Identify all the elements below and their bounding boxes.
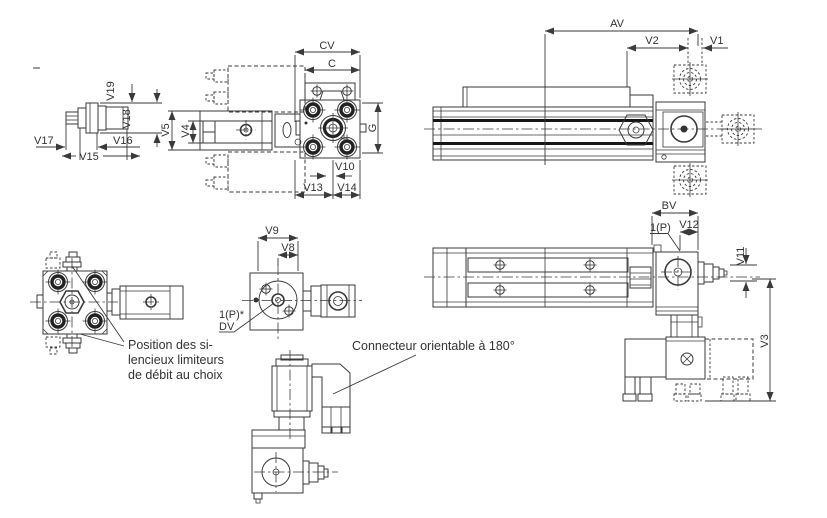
dim-label-v17: V17 bbox=[34, 135, 54, 147]
silencer-note-line3: de débit au choix bbox=[128, 368, 223, 382]
dim-label-v2: V2 bbox=[645, 35, 658, 47]
dim-label-v11: V11 bbox=[735, 247, 747, 266]
dim-label-v14: V14 bbox=[337, 182, 357, 194]
silencer-note-line2: lencieux limiteurs bbox=[128, 353, 224, 367]
dim-bv: BV bbox=[651, 200, 699, 250]
dim-v2-v1: V2 V1 bbox=[626, 35, 728, 87]
pilot-fitting-side bbox=[697, 261, 728, 285]
dim-label-cv: CV bbox=[319, 40, 335, 52]
screw-icon bbox=[259, 282, 273, 296]
dim-v11: V11 bbox=[730, 247, 757, 298]
dim-label-v1: V1 bbox=[710, 35, 723, 47]
valve-end-view bbox=[294, 82, 367, 162]
alt-solenoid-position bbox=[704, 338, 754, 380]
dim-label-v19: V19 bbox=[105, 81, 117, 101]
silencer-top bbox=[45, 251, 82, 272]
alt-silencer-positions-bottom bbox=[205, 151, 306, 193]
dim-v15: V15 bbox=[62, 128, 140, 163]
dim-av: AV bbox=[544, 18, 699, 165]
dim-v16: V16 bbox=[96, 133, 140, 151]
screw-icon bbox=[493, 283, 507, 297]
connector-note: Connecteur orientable à 180° bbox=[332, 339, 515, 395]
view-cylinder-front: AV V2 V1 bbox=[424, 18, 762, 198]
dim-label-av: AV bbox=[610, 18, 625, 30]
dim-label-v18: V18 bbox=[121, 109, 133, 129]
dim-v5: V5 bbox=[160, 110, 203, 151]
valve-face-block bbox=[242, 264, 362, 340]
view-valve-side-end: V5 V4 CV C G V10 bbox=[160, 40, 383, 199]
valve-body-front bbox=[251, 429, 338, 504]
alt-silencer-positions-top bbox=[205, 65, 306, 113]
view-connector: Connecteur orientable à 180° bbox=[251, 339, 515, 504]
dim-label-v10: V10 bbox=[335, 161, 355, 173]
dim-v17: V17 bbox=[34, 124, 67, 151]
valve-side-body bbox=[199, 110, 301, 151]
silencer-flower-icon bbox=[671, 162, 709, 198]
dim-label-v5: V5 bbox=[160, 123, 172, 136]
silencer-bottom bbox=[45, 333, 82, 355]
hex-nut-icon bbox=[618, 114, 654, 146]
port-icon bbox=[298, 132, 328, 162]
dim-label-v3: V3 bbox=[759, 334, 771, 347]
label-port-1p-dv: 1(P)* DV bbox=[219, 302, 275, 333]
dim-v18: V18 bbox=[100, 89, 162, 147]
screw-icon bbox=[583, 258, 597, 272]
dim-c: C bbox=[304, 58, 360, 83]
rotatable-connector bbox=[311, 363, 351, 434]
dim-label-v8: V8 bbox=[281, 242, 294, 254]
view-valve-face: V9 V8 1(P)* DV bbox=[219, 225, 362, 340]
dim-label-g: G bbox=[367, 124, 379, 133]
dim-label-v4: V4 bbox=[180, 124, 192, 137]
valve-block-top bbox=[653, 244, 699, 316]
screw-icon bbox=[282, 304, 296, 318]
silencer-note: Position des si- lencieux limiteurs de d… bbox=[71, 265, 224, 382]
dv-label: DV bbox=[219, 321, 235, 333]
cylinder-body-top bbox=[432, 247, 654, 308]
silencer-flower-icon bbox=[671, 61, 709, 97]
screw-icon bbox=[583, 283, 597, 297]
silencer-flower-icon bbox=[719, 111, 757, 147]
dim-label-v16: V16 bbox=[113, 135, 133, 147]
dim-v12: V12 bbox=[679, 219, 699, 250]
dim-label-c: C bbox=[328, 58, 336, 70]
label-port-1p: 1(P) bbox=[650, 222, 681, 252]
dim-label-v9: V9 bbox=[265, 225, 278, 237]
dim-label-v13: V13 bbox=[303, 182, 323, 194]
dim-v19: V19 bbox=[105, 81, 136, 102]
dim-label-v12: V12 bbox=[679, 219, 699, 231]
solenoid-side bbox=[106, 285, 184, 320]
dim-v4: V4 bbox=[180, 120, 215, 144]
dim-label-v15: V15 bbox=[79, 151, 99, 163]
solenoid-coil bbox=[271, 350, 313, 441]
dim-g: G bbox=[362, 102, 383, 154]
view-valve-silencers: Position des si- lencieux limiteurs de d… bbox=[30, 251, 224, 382]
silencer-note-line1: Position des si- bbox=[128, 338, 213, 352]
screw-icon bbox=[493, 258, 507, 272]
solenoid-symbol-icon bbox=[680, 352, 694, 366]
cylinder-body-front bbox=[432, 86, 654, 161]
silencer-fitting-outline bbox=[65, 102, 129, 134]
dim-v3: V3 bbox=[705, 278, 776, 402]
solenoid-assembly-top bbox=[622, 315, 754, 402]
connector-note-text: Connecteur orientable à 180° bbox=[352, 339, 515, 353]
dim-cv: CV bbox=[294, 40, 361, 122]
port-icon bbox=[332, 95, 362, 125]
dim-v10-v13-v14: V10 V13 V14 bbox=[294, 160, 361, 199]
dim-v9: V9 bbox=[257, 225, 299, 271]
valve-block-front bbox=[655, 101, 722, 163]
view-silencer-fitting: V19 V18 V17 V16 V15 bbox=[34, 81, 162, 163]
port-1p-label: 1(P) bbox=[650, 222, 671, 234]
port-1p-star-label: 1(P)* bbox=[219, 309, 245, 321]
port-icon bbox=[298, 95, 328, 125]
view-cylinder-top: BV 1(P) V12 V11 V3 bbox=[424, 200, 776, 402]
dim-label-bv: BV bbox=[662, 200, 677, 212]
dim-v8: V8 bbox=[277, 242, 298, 266]
